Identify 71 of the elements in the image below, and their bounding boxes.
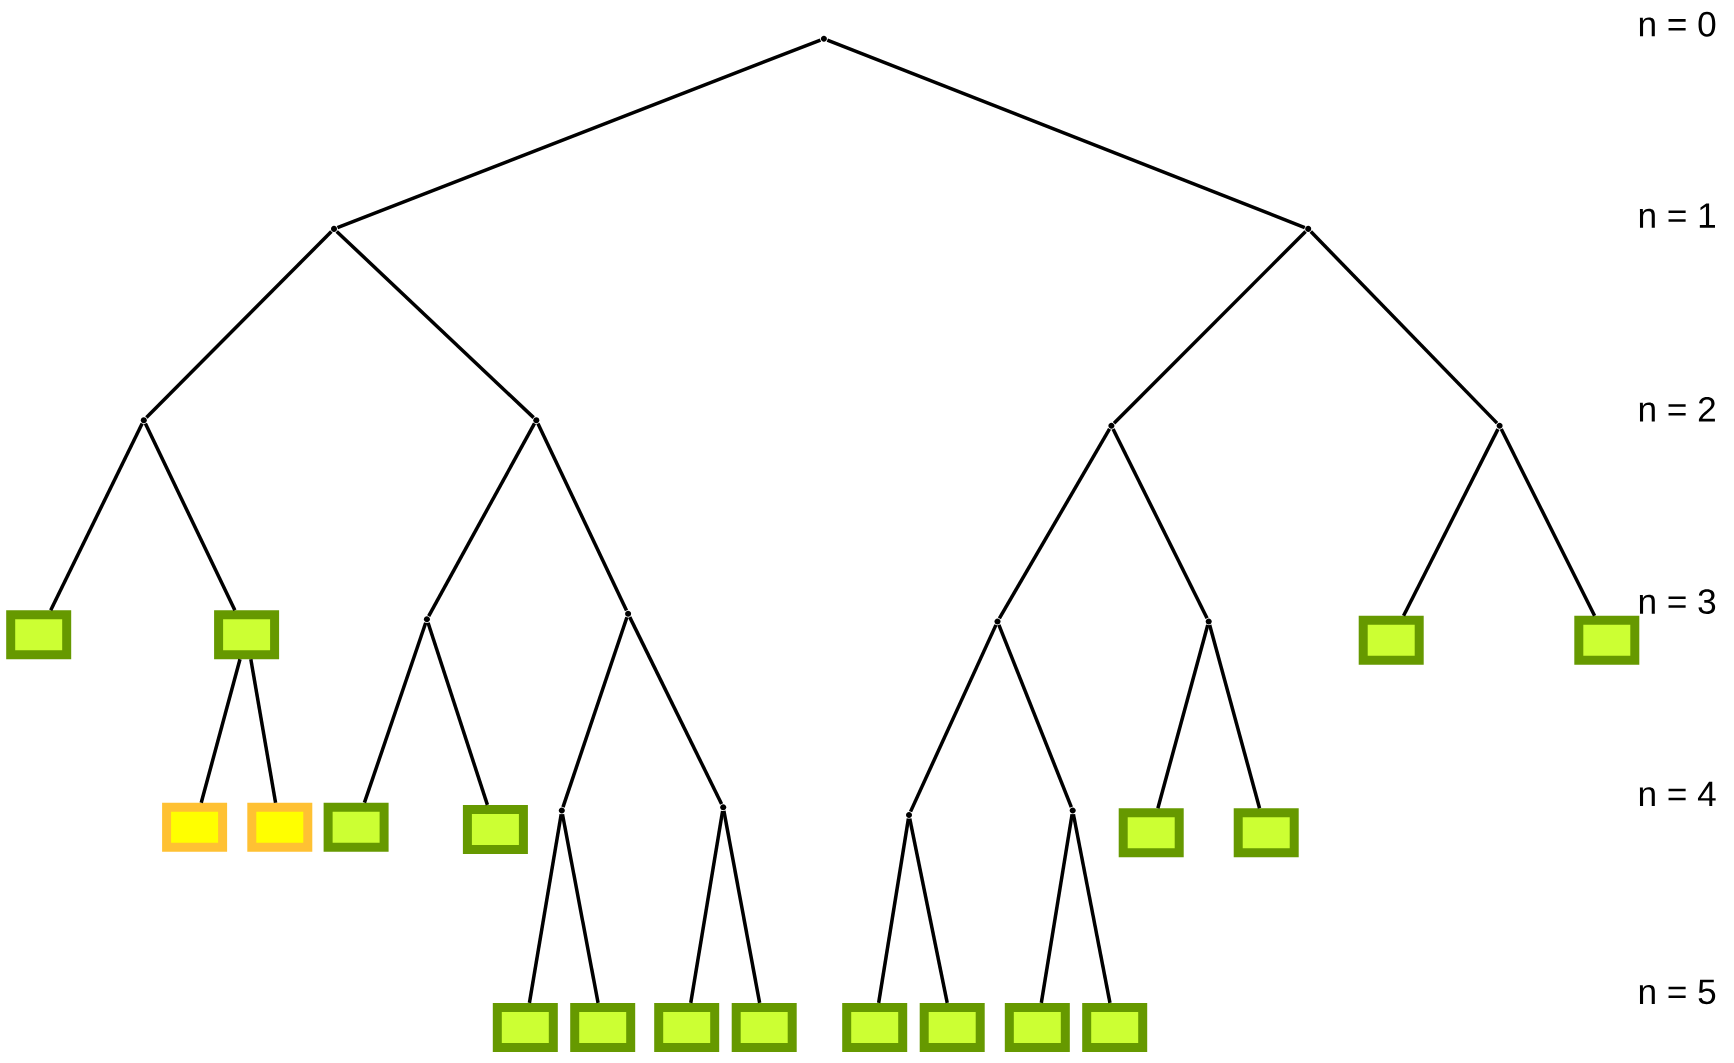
tree-branch bbox=[561, 616, 629, 808]
junction-point bbox=[331, 225, 337, 232]
leaf-box bbox=[654, 1002, 720, 1052]
tree-branch bbox=[143, 422, 237, 612]
junction-point bbox=[533, 417, 540, 424]
junction-point bbox=[1205, 618, 1212, 625]
tree-branch bbox=[527, 813, 563, 1004]
tree-branch bbox=[1499, 428, 1597, 617]
tree-branch bbox=[145, 230, 333, 419]
tree-branch bbox=[689, 810, 725, 1004]
tree-branch bbox=[1309, 230, 1499, 425]
leaf-box bbox=[919, 1002, 985, 1052]
tree-branch bbox=[1039, 813, 1074, 1004]
junction-point bbox=[1108, 422, 1115, 429]
tree-branch bbox=[536, 422, 629, 612]
leaf-box bbox=[570, 1002, 636, 1052]
leaf-box bbox=[731, 1002, 797, 1052]
junction-point bbox=[423, 616, 430, 623]
leaf-box bbox=[842, 1002, 908, 1052]
tree-branch bbox=[427, 422, 537, 617]
tree-branch bbox=[997, 428, 1112, 620]
tree-branch bbox=[628, 616, 724, 805]
tree-branch bbox=[1112, 230, 1307, 425]
tree-branch bbox=[1208, 624, 1262, 809]
tree-branch bbox=[908, 818, 949, 1004]
leaf-box bbox=[162, 802, 228, 852]
tree-branch bbox=[249, 659, 278, 803]
junction-point bbox=[558, 807, 565, 814]
leaf-box bbox=[214, 610, 280, 660]
level-label: n = 1 bbox=[1639, 203, 1715, 228]
tree-branch bbox=[908, 624, 998, 813]
junction-point bbox=[1069, 807, 1076, 814]
junction-point bbox=[820, 35, 827, 42]
leaf-box bbox=[1118, 808, 1184, 858]
level-label: n = 3 bbox=[1639, 589, 1716, 614]
leaf-box bbox=[323, 802, 389, 852]
tree-branch bbox=[1071, 813, 1112, 1004]
junction-point bbox=[1305, 225, 1312, 232]
tree-branch bbox=[336, 38, 822, 230]
level-label: n = 5 bbox=[1639, 979, 1716, 1005]
junction-point bbox=[140, 417, 147, 424]
leaf-box bbox=[6, 610, 72, 660]
tree-branch bbox=[1156, 624, 1210, 809]
level-label: n = 4 bbox=[1639, 781, 1716, 807]
tree-branch bbox=[876, 818, 911, 1004]
leaf-box bbox=[1358, 615, 1424, 665]
junction-point bbox=[994, 618, 1001, 625]
junction-point bbox=[906, 812, 912, 818]
tree-branch bbox=[335, 230, 535, 419]
leaf-box bbox=[492, 1002, 558, 1052]
junction-point bbox=[720, 804, 727, 811]
tree-branch bbox=[49, 422, 144, 612]
tree-branch bbox=[1111, 428, 1209, 619]
tree-branch bbox=[560, 813, 600, 1004]
junction-point bbox=[625, 610, 632, 617]
junction-point bbox=[1496, 422, 1503, 429]
tree-branch bbox=[362, 622, 428, 804]
tree-branch bbox=[826, 38, 1306, 230]
tree-branch bbox=[722, 810, 762, 1004]
leaf-box bbox=[462, 804, 528, 854]
leaf-box bbox=[1574, 615, 1640, 665]
leaf-box bbox=[1233, 808, 1299, 858]
level-label: n = 0 bbox=[1639, 11, 1716, 37]
leaf-box bbox=[1004, 1002, 1070, 1052]
tree-branch bbox=[1402, 428, 1500, 617]
leaf-box bbox=[247, 802, 313, 852]
tree-branch bbox=[199, 658, 242, 804]
tree-branch bbox=[997, 624, 1073, 808]
level-label: n = 2 bbox=[1639, 396, 1715, 422]
leaf-box bbox=[1082, 1002, 1148, 1052]
tree-branch bbox=[426, 622, 490, 806]
